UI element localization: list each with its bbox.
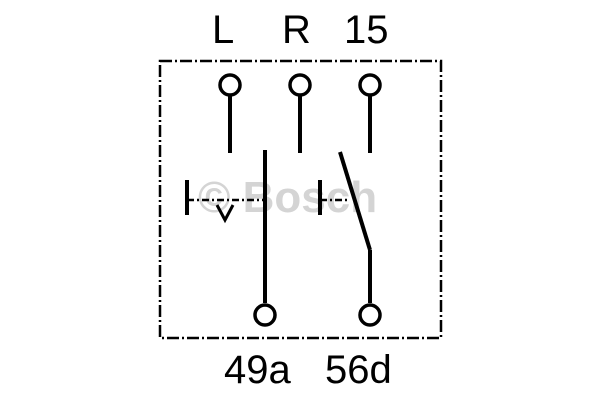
- terminal-label-15: 15: [344, 8, 389, 52]
- switch-contact-56d: [338, 151, 372, 251]
- terminal-label-R: R: [282, 8, 311, 52]
- housing-outline: [158, 59, 443, 340]
- terminal-15-circle: [358, 73, 382, 97]
- terminal-label-49a: 49a: [224, 348, 291, 392]
- terminal-49a-circle: [253, 303, 277, 327]
- actuator-left-v-mark: [215, 204, 235, 224]
- terminal-label-L: L: [212, 8, 235, 52]
- terminal-56d-circle: [358, 303, 382, 327]
- terminal-R-circle: [288, 73, 312, 97]
- terminal-label-56d: 56d: [325, 348, 392, 392]
- terminal-L-circle: [218, 73, 242, 97]
